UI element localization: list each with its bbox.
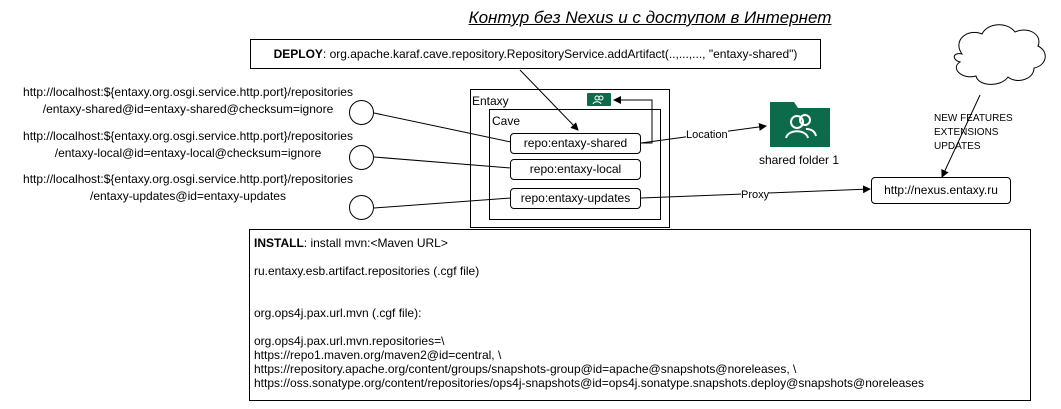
cave-loop-arrow — [613, 96, 653, 144]
install-line: INSTALL: install mvn:<Maven URL> — [254, 236, 1026, 250]
url-entaxy-updates: http://localhost:${entaxy.org.osgi.servi… — [18, 171, 358, 205]
repo-entaxy-updates: repo:entaxy-updates — [510, 188, 641, 209]
url-entaxy-local: http://localhost:${entaxy.org.osgi.servi… — [18, 128, 358, 162]
title-text: Контур без Nexus и с доступом в Интернет — [468, 8, 832, 27]
url-line: http://localhost:${entaxy.org.osgi.servi… — [23, 129, 353, 143]
entaxy-label: Entaxy — [472, 94, 509, 108]
endpoint-circle-local — [349, 145, 374, 170]
url-entaxy-shared: http://localhost:${entaxy.org.osgi.servi… — [18, 84, 358, 118]
install-line: https://repository.apache.org/content/gr… — [254, 362, 797, 376]
link-updates — [373, 197, 512, 209]
endpoint-circle-shared — [349, 100, 374, 125]
install-label: INSTALL — [254, 236, 304, 250]
install-line: https://repo1.maven.org/maven2@id=centra… — [254, 348, 502, 362]
cloud-text: NEW FEATURES EXTENSIONS UPDATES — [934, 112, 1013, 154]
deploy-label: DEPLOY — [273, 47, 323, 61]
deploy-arrow — [519, 69, 579, 131]
repo-entaxy-local: repo:entaxy-local — [510, 159, 641, 180]
location-edge-label: Location — [686, 129, 728, 141]
url-line: /entaxy-local@id=entaxy-local@checksum=i… — [54, 146, 322, 160]
deploy-text: : org.apache.karaf.cave.repository.Repos… — [322, 47, 798, 61]
cloud-line: EXTENSIONS — [934, 127, 999, 138]
install-line: org.ops4j.pax.url.mvn (.cgf file): — [254, 306, 422, 320]
cloud-icon — [953, 24, 1046, 85]
cave-container: Cave — [489, 109, 661, 220]
deploy-box: DEPLOY: org.apache.karaf.cave.repository… — [250, 39, 821, 69]
cloud-line: UPDATES — [934, 141, 981, 152]
install-line: ru.entaxy.esb.artifact.repositories (.cg… — [254, 264, 480, 278]
diagram-title: Контур без Nexus и с доступом в Интернет — [0, 8, 1061, 28]
cave-label: Cave — [492, 114, 521, 128]
entaxy-container: Entaxy — [470, 89, 670, 228]
repo-label: repo:entaxy-updates — [520, 191, 631, 205]
repo-label: repo:entaxy-shared — [523, 136, 628, 150]
endpoint-circle-updates — [349, 195, 374, 220]
url-line: http://localhost:${entaxy.org.osgi.servi… — [23, 172, 353, 186]
url-line: /entaxy-updates@id=entaxy-updates — [90, 189, 286, 203]
shared-folder-label: shared folder 1 — [759, 153, 840, 167]
shared-folder-icon — [770, 102, 830, 147]
install-line: https://oss.sonatype.org/content/reposit… — [254, 376, 924, 390]
url-line: http://localhost:${entaxy.org.osgi.servi… — [23, 85, 353, 99]
cloud-line: NEW FEATURES — [934, 113, 1013, 124]
proxy-edge-label: Proxy — [741, 189, 770, 201]
url-line: /entaxy-shared@id=entaxy-shared@checksum… — [42, 102, 334, 116]
nexus-label: http://nexus.entaxy.ru — [884, 183, 998, 197]
nexus-box: http://nexus.entaxy.ru — [871, 177, 1011, 204]
link-local — [373, 156, 512, 169]
install-line: org.ops4j.pax.url.mvn.repositories=\ — [254, 334, 445, 348]
shared-folder-small-icon — [587, 93, 611, 106]
install-box: INSTALL: install mvn:<Maven URL> ru.enta… — [249, 229, 1031, 401]
repo-entaxy-shared: repo:entaxy-shared — [510, 133, 641, 154]
repo-label: repo:entaxy-local — [529, 162, 622, 176]
cloud-arrow — [941, 94, 981, 178]
link-shared — [373, 112, 512, 143]
install-command: : install mvn:<Maven URL> — [303, 236, 448, 250]
